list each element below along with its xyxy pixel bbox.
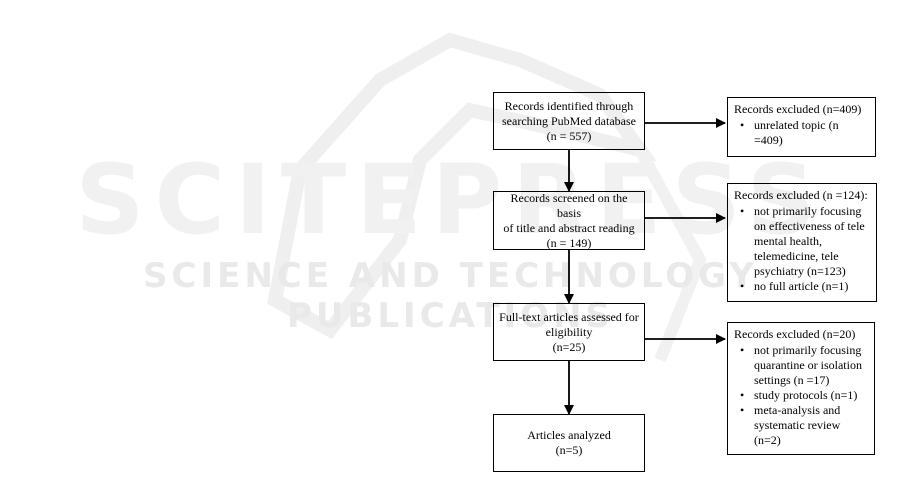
watermark-title: SCITEPRESS xyxy=(75,144,826,256)
watermark-subtitle: SCIENCE AND TECHNOLOGY PUBLICATIONS xyxy=(143,256,758,336)
excluded-title: Records excluded (n=20) xyxy=(734,327,856,341)
box-text-line: eligibility xyxy=(545,324,593,339)
box-text-line: searching PubMed database xyxy=(502,113,636,128)
excluded-item: not primarily focusing on effectiveness … xyxy=(740,204,870,279)
box-articles-analyzed: Articles analyzed (n=5) xyxy=(493,414,645,472)
excluded-list: not primarily focusing quarantine or iso… xyxy=(734,343,868,448)
box-records-screened: Records screened on the basis of title a… xyxy=(493,191,645,250)
excluded-item: unrelated topic (n =409) xyxy=(740,118,869,148)
excluded-title: Records excluded (n =124): xyxy=(734,188,868,202)
box-text-line: Articles analyzed xyxy=(527,428,611,442)
excluded-item: not primarily focusing quarantine or iso… xyxy=(740,343,868,388)
box-excluded-identification: Records excluded (n=409) unrelated topic… xyxy=(727,97,876,157)
box-text-line: (n = 149) xyxy=(546,235,592,250)
box-excluded-screening: Records excluded (n =124): not primarily… xyxy=(727,183,877,302)
box-text-line: (n = 557) xyxy=(546,128,592,143)
box-text-line: Full-text articles assessed for xyxy=(499,309,639,324)
box-text-line: (n=25) xyxy=(552,339,586,354)
box-text-line: Records screened on the basis xyxy=(510,190,628,220)
box-text-line: Records identified through xyxy=(504,98,634,113)
excluded-list: unrelated topic (n =409) xyxy=(734,118,869,148)
box-excluded-eligibility: Records excluded (n=20) not primarily fo… xyxy=(727,322,875,455)
excluded-item: study protocols (n=1) xyxy=(740,388,868,403)
excluded-item: meta-analysis and systematic review (n=2… xyxy=(740,403,868,448)
excluded-item: no full article (n=1) xyxy=(740,279,870,294)
box-text-line: (n=5) xyxy=(555,443,583,457)
box-records-identified: Records identified through searching Pub… xyxy=(493,92,645,150)
box-fulltext-assessed: Full-text articles assessed for eligibil… xyxy=(493,303,645,361)
box-text-line: of title and abstract reading xyxy=(503,220,635,235)
excluded-title: Records excluded (n=409) xyxy=(734,102,862,116)
excluded-list: not primarily focusing on effectiveness … xyxy=(734,204,870,294)
